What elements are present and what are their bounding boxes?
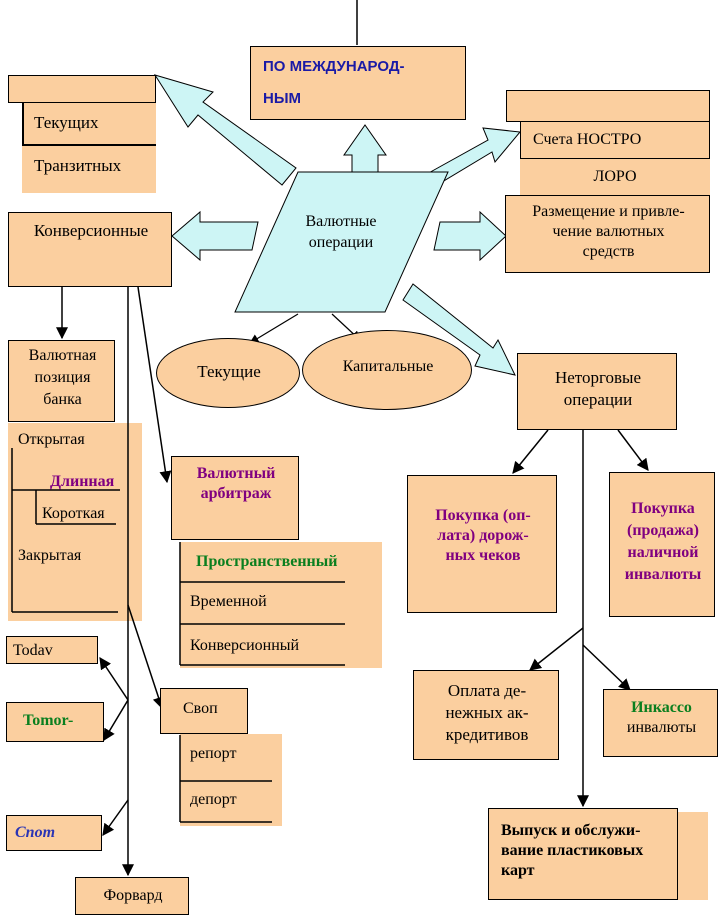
checks-line-2: лата) дорож-: [437, 527, 529, 544]
letters-line-3: кредитивов: [445, 725, 529, 744]
cash-line-2: (продажа): [626, 522, 699, 539]
swap-report: репорт: [190, 745, 237, 762]
cash-line-3: наличной: [627, 544, 699, 561]
spot-box: Спот: [6, 815, 102, 851]
spot-label: Спот: [15, 824, 56, 841]
arbitrage-box: Валютный арбитраж: [171, 456, 299, 540]
accounts-fill: [22, 103, 156, 193]
arrow-down-right: [402, 283, 516, 376]
arrow-to-letters: [529, 627, 584, 671]
arrow-to-incasso: [582, 644, 631, 691]
accounts-current: Текущих: [34, 113, 99, 132]
arrow-up: [343, 124, 387, 173]
arrow-to-spot: [102, 799, 129, 836]
cards-box: Выпуск и обслужи- вание пластиковых карт: [488, 808, 678, 900]
placement-line-3: средств: [582, 243, 635, 260]
accounts-transit: Транзитных: [34, 156, 122, 175]
cash-box: Покупка (продажа) наличной инвалюты: [609, 472, 715, 617]
letters-line-1: Оплата де-: [447, 681, 527, 700]
arrow-nontrade-checks: [512, 429, 549, 474]
placement-box: Размещение и привле- чение валютных сред…: [505, 195, 710, 273]
checks-line-3: ных чеков: [445, 547, 521, 564]
checks-line-1: Покупка (оп-: [435, 507, 531, 524]
arbitrage-conversion: Конверсионный: [190, 637, 300, 654]
current-ops-label: Текущие: [197, 362, 261, 381]
arrow-to-current: [249, 313, 299, 344]
position-box: Валютная позиция банка: [8, 340, 115, 422]
center-label-1: Валютные: [305, 213, 377, 230]
international-line-1: ПО МЕЖДУНАРОД-: [263, 58, 405, 75]
center-label-2: операции: [308, 234, 374, 251]
position-closed: Закрытая: [18, 547, 82, 564]
arrow-nontrade-cash: [617, 429, 649, 471]
position-short: Короткая: [42, 505, 105, 522]
incasso-line-2: инвалюты: [626, 719, 697, 736]
incasso-line-1: Инкассо: [631, 699, 692, 716]
position-long: Длинная: [50, 473, 115, 490]
loro-box: ЛОРО: [520, 159, 710, 195]
international-line-2: НЫМ: [263, 90, 302, 107]
current-ops-oval: Текущие: [156, 338, 300, 408]
today-label: Todav: [13, 642, 53, 659]
arrow-up-left: [153, 74, 297, 186]
position-line-1: Валютная: [28, 347, 97, 364]
position-open: Открытая: [18, 431, 85, 448]
forward-box: Форвард: [75, 877, 189, 915]
cash-line-1: Покупка: [631, 500, 695, 517]
position-line-3: банка: [43, 391, 82, 408]
arrow-left: [171, 210, 259, 262]
accounts-divider-h: [22, 144, 156, 146]
checks-box: Покупка (оп- лата) дорож- ных чеков: [407, 475, 557, 613]
arrow-to-today: [99, 657, 129, 701]
nontrade-box: Неторговые операции: [517, 353, 677, 430]
arrow-conv-arbitrage: [137, 286, 172, 484]
arrow-right: [433, 210, 507, 262]
conversion-box: Конверсионные: [8, 212, 172, 287]
tomorrow-box: Tomor-: [6, 702, 104, 742]
arrow-to-swap: [127, 604, 165, 710]
letters-line-2: нежных ак-: [445, 703, 529, 722]
capital-ops-label: Капитальные: [342, 358, 434, 375]
nostro-header-box: [506, 90, 710, 122]
swap-dereport: депорт: [190, 791, 237, 808]
arbitrage-temporal: Временной: [190, 593, 267, 610]
accounts-header-box: [8, 75, 156, 103]
placement-line-1: Размещение и привле-: [532, 203, 685, 220]
cards-line-2: вание пластиковых: [501, 842, 644, 859]
nostro-box: Счета НОСТРО: [520, 121, 710, 159]
swap-label: Своп: [183, 700, 218, 717]
swap-box: Своп: [160, 688, 248, 734]
nontrade-line-2: операции: [563, 390, 633, 409]
arbitrage-line-1: Валютный: [196, 465, 276, 482]
tomorrow-label: Tomor-: [23, 712, 74, 729]
cards-line-1: Выпуск и обслужи-: [501, 822, 641, 839]
international-box: ПО МЕЖДУНАРОД- НЫМ: [250, 46, 466, 120]
cards-line-3: карт: [501, 862, 535, 879]
arbitrage-line-2: арбитраж: [200, 485, 272, 502]
capital-ops-oval: Капитальные: [302, 330, 472, 410]
letters-box: Оплата де- нежных ак- кредитивов: [413, 670, 559, 760]
accounts-divider-v: [22, 103, 24, 145]
loro-label: ЛОРО: [593, 168, 637, 185]
arrow-to-tomorrow: [103, 699, 129, 742]
conversion-label: Конверсионные: [33, 221, 149, 240]
nostro-label: Счета НОСТРО: [533, 131, 642, 148]
cash-line-4: инвалюты: [624, 566, 702, 583]
position-line-2: позиция: [34, 369, 91, 386]
arbitrage-spatial: Пространственный: [196, 553, 338, 570]
nontrade-line-1: Неторговые: [554, 368, 642, 387]
forward-label: Форвард: [103, 887, 163, 904]
incasso-box: Инкассо инвалюты: [603, 689, 718, 757]
today-box: Todav: [6, 636, 98, 664]
center-shape: [234, 171, 449, 313]
placement-line-2: чение валютных: [552, 223, 665, 240]
